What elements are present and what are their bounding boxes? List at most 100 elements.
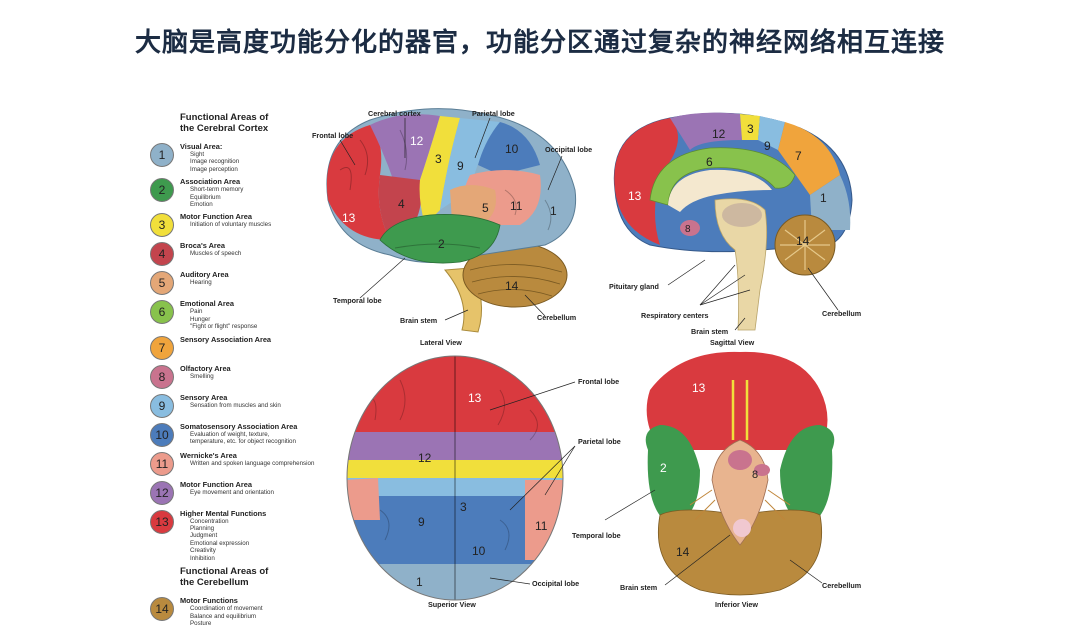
inferior-num-13: 13 xyxy=(692,381,706,395)
legend-item-detail: Judgment xyxy=(190,532,218,540)
legend-item-title: Higher Mental Functions xyxy=(180,508,267,518)
superior-num-11: 11 xyxy=(535,519,548,533)
superior-num-12: 12 xyxy=(418,451,432,465)
sagittal-num-12: 12 xyxy=(712,127,726,141)
legend-item-detail: Coordination of movement xyxy=(190,605,263,613)
legend-item-detail: Evaluation of weight, texture, xyxy=(190,430,270,438)
lateral-num-10: 10 xyxy=(505,142,519,156)
lateral-num-2: 2 xyxy=(438,237,445,251)
legend-item-detail: temperature, etc. for object recognition xyxy=(190,438,296,446)
legend-item-detail: Muscles of speech xyxy=(190,250,242,258)
superior-num-1: 1 xyxy=(416,575,423,589)
legend-item-title: Somatosensory Association Area xyxy=(180,421,298,431)
lateral-label-cortex: Cerebral cortex xyxy=(368,109,421,118)
superior-num-9: 9 xyxy=(418,515,425,529)
legend-number-badge: 2 xyxy=(150,178,174,203)
legend-item-detail: Inhibition xyxy=(190,554,215,562)
legend-item-title: Motor Function Area xyxy=(180,479,252,489)
legend-number-badge: 14 xyxy=(150,597,174,622)
sagittal-caption: Sagittal View xyxy=(710,338,755,347)
legend-item-detail: Emotional expression xyxy=(190,539,250,547)
legend-number-badge: 9 xyxy=(150,393,174,418)
brain-diagram: 13 12 4 3 9 10 5 11 1 2 14 Cerebral cort… xyxy=(312,108,861,609)
sagittal-label-brainstem: Brain stem xyxy=(691,327,728,336)
legend: Functional Areas of the Cerebral Cortex … xyxy=(150,112,350,631)
legend-item-detail: Balance and equilibrium xyxy=(190,612,257,620)
lateral-num-3: 3 xyxy=(435,152,442,166)
legend-number-badge: 10 xyxy=(150,422,174,447)
slide-title: 大脑是高度功能分化的器官，功能分区通过复杂的神经网络相互连接 xyxy=(134,28,945,58)
legend-item-detail: Sight xyxy=(190,151,205,158)
legend-item-title: Sensory Association Area xyxy=(180,334,272,344)
legend-item-detail: Hearing xyxy=(190,279,212,287)
lateral-num-11: 11 xyxy=(510,199,523,213)
inferior-view: 13 2 8 14 Temporal lobe Brain stem Cereb… xyxy=(572,351,861,609)
legend-item-detail: Pain xyxy=(190,308,203,316)
legend-item-detail: Short-term memory xyxy=(190,186,244,194)
lateral-caption: Lateral View xyxy=(420,338,462,347)
sagittal-label-pituitary: Pituitary gland xyxy=(609,282,659,291)
sagittal-num-13: 13 xyxy=(628,189,642,203)
legend-item-detail: Concentration xyxy=(190,517,229,525)
superior-num-13: 13 xyxy=(468,391,482,405)
legend-item-title: Auditory Area xyxy=(180,270,229,280)
sagittal-num-1: 1 xyxy=(820,191,827,205)
legend-item-detail: Sensation from muscles and skin xyxy=(190,401,281,409)
inferior-caption: Inferior View xyxy=(715,600,758,609)
lateral-label-occipital: Occipital lobe xyxy=(545,145,592,154)
legend-item-title: Motor Function Area xyxy=(180,212,252,222)
lateral-num-5: 5 xyxy=(482,201,489,215)
legend-item-detail: Image perception xyxy=(190,165,238,173)
lateral-num-12: 12 xyxy=(410,134,424,148)
legend-number-badge: 7 xyxy=(150,335,174,360)
legend-item-title: Visual Area: xyxy=(180,142,223,151)
sagittal-num-6: 6 xyxy=(706,155,713,169)
legend-item-detail: Planning xyxy=(190,525,215,533)
legend-item-detail: Written and spoken language comprehensio… xyxy=(190,459,315,467)
sagittal-label-cerebellum: Cerebellum xyxy=(822,309,861,318)
legend-number-badge: 1 xyxy=(150,143,174,167)
legend-number-badge: 6 xyxy=(150,300,174,325)
legend-number-badge: 8 xyxy=(150,364,174,389)
sagittal-num-3: 3 xyxy=(747,122,754,136)
inferior-num-2: 2 xyxy=(660,461,667,475)
legend-item-title: Broca's Area xyxy=(180,241,226,251)
inferior-num-14: 14 xyxy=(676,545,690,559)
legend-item-title: Olfactory Area xyxy=(180,363,231,373)
sagittal-view: 13 12 3 9 7 1 6 8 14 Pituitary gland Res… xyxy=(609,112,861,347)
legend-number-badge: 4 xyxy=(150,242,174,267)
sagittal-label-respiratory: Respiratory centers xyxy=(641,311,709,320)
legend-item-detail: "Fight or flight" response xyxy=(190,323,258,331)
lateral-num-13: 13 xyxy=(342,211,356,225)
legend-item-title: Association Area xyxy=(180,177,241,187)
legend-number-badge: 12 xyxy=(150,480,174,505)
legend-number-badge: 13 xyxy=(150,509,174,534)
legend-item-detail: Equilibrium xyxy=(190,193,221,201)
lateral-label-frontal: Frontal lobe xyxy=(312,131,353,140)
lateral-label-cerebellum: Cerebellum xyxy=(537,313,576,322)
lateral-label-parietal: Parietal lobe xyxy=(472,109,515,118)
inferior-label-cerebellum: Cerebellum xyxy=(822,581,861,590)
lateral-label-brainstem: Brain stem xyxy=(400,316,437,325)
lateral-label-temporal: Temporal lobe xyxy=(333,296,382,305)
legend-item-title: Wernicke's Area xyxy=(180,450,237,460)
legend-item-detail: Hunger xyxy=(190,315,211,323)
superior-label-occipital: Occipital lobe xyxy=(532,579,579,588)
legend-item-detail: Posture xyxy=(190,619,212,627)
superior-brain-outline xyxy=(346,355,564,601)
legend-item-detail: Initiation of voluntary muscles xyxy=(190,221,272,229)
lateral-view: 13 12 4 3 9 10 5 11 1 2 14 Cerebral cort… xyxy=(312,108,592,347)
inferior-label-temporal: Temporal lobe xyxy=(572,531,621,540)
sagittal-num-7: 7 xyxy=(795,149,802,163)
superior-view: 13 12 3 9 11 10 1 Frontal lobe Parietal … xyxy=(346,355,621,609)
